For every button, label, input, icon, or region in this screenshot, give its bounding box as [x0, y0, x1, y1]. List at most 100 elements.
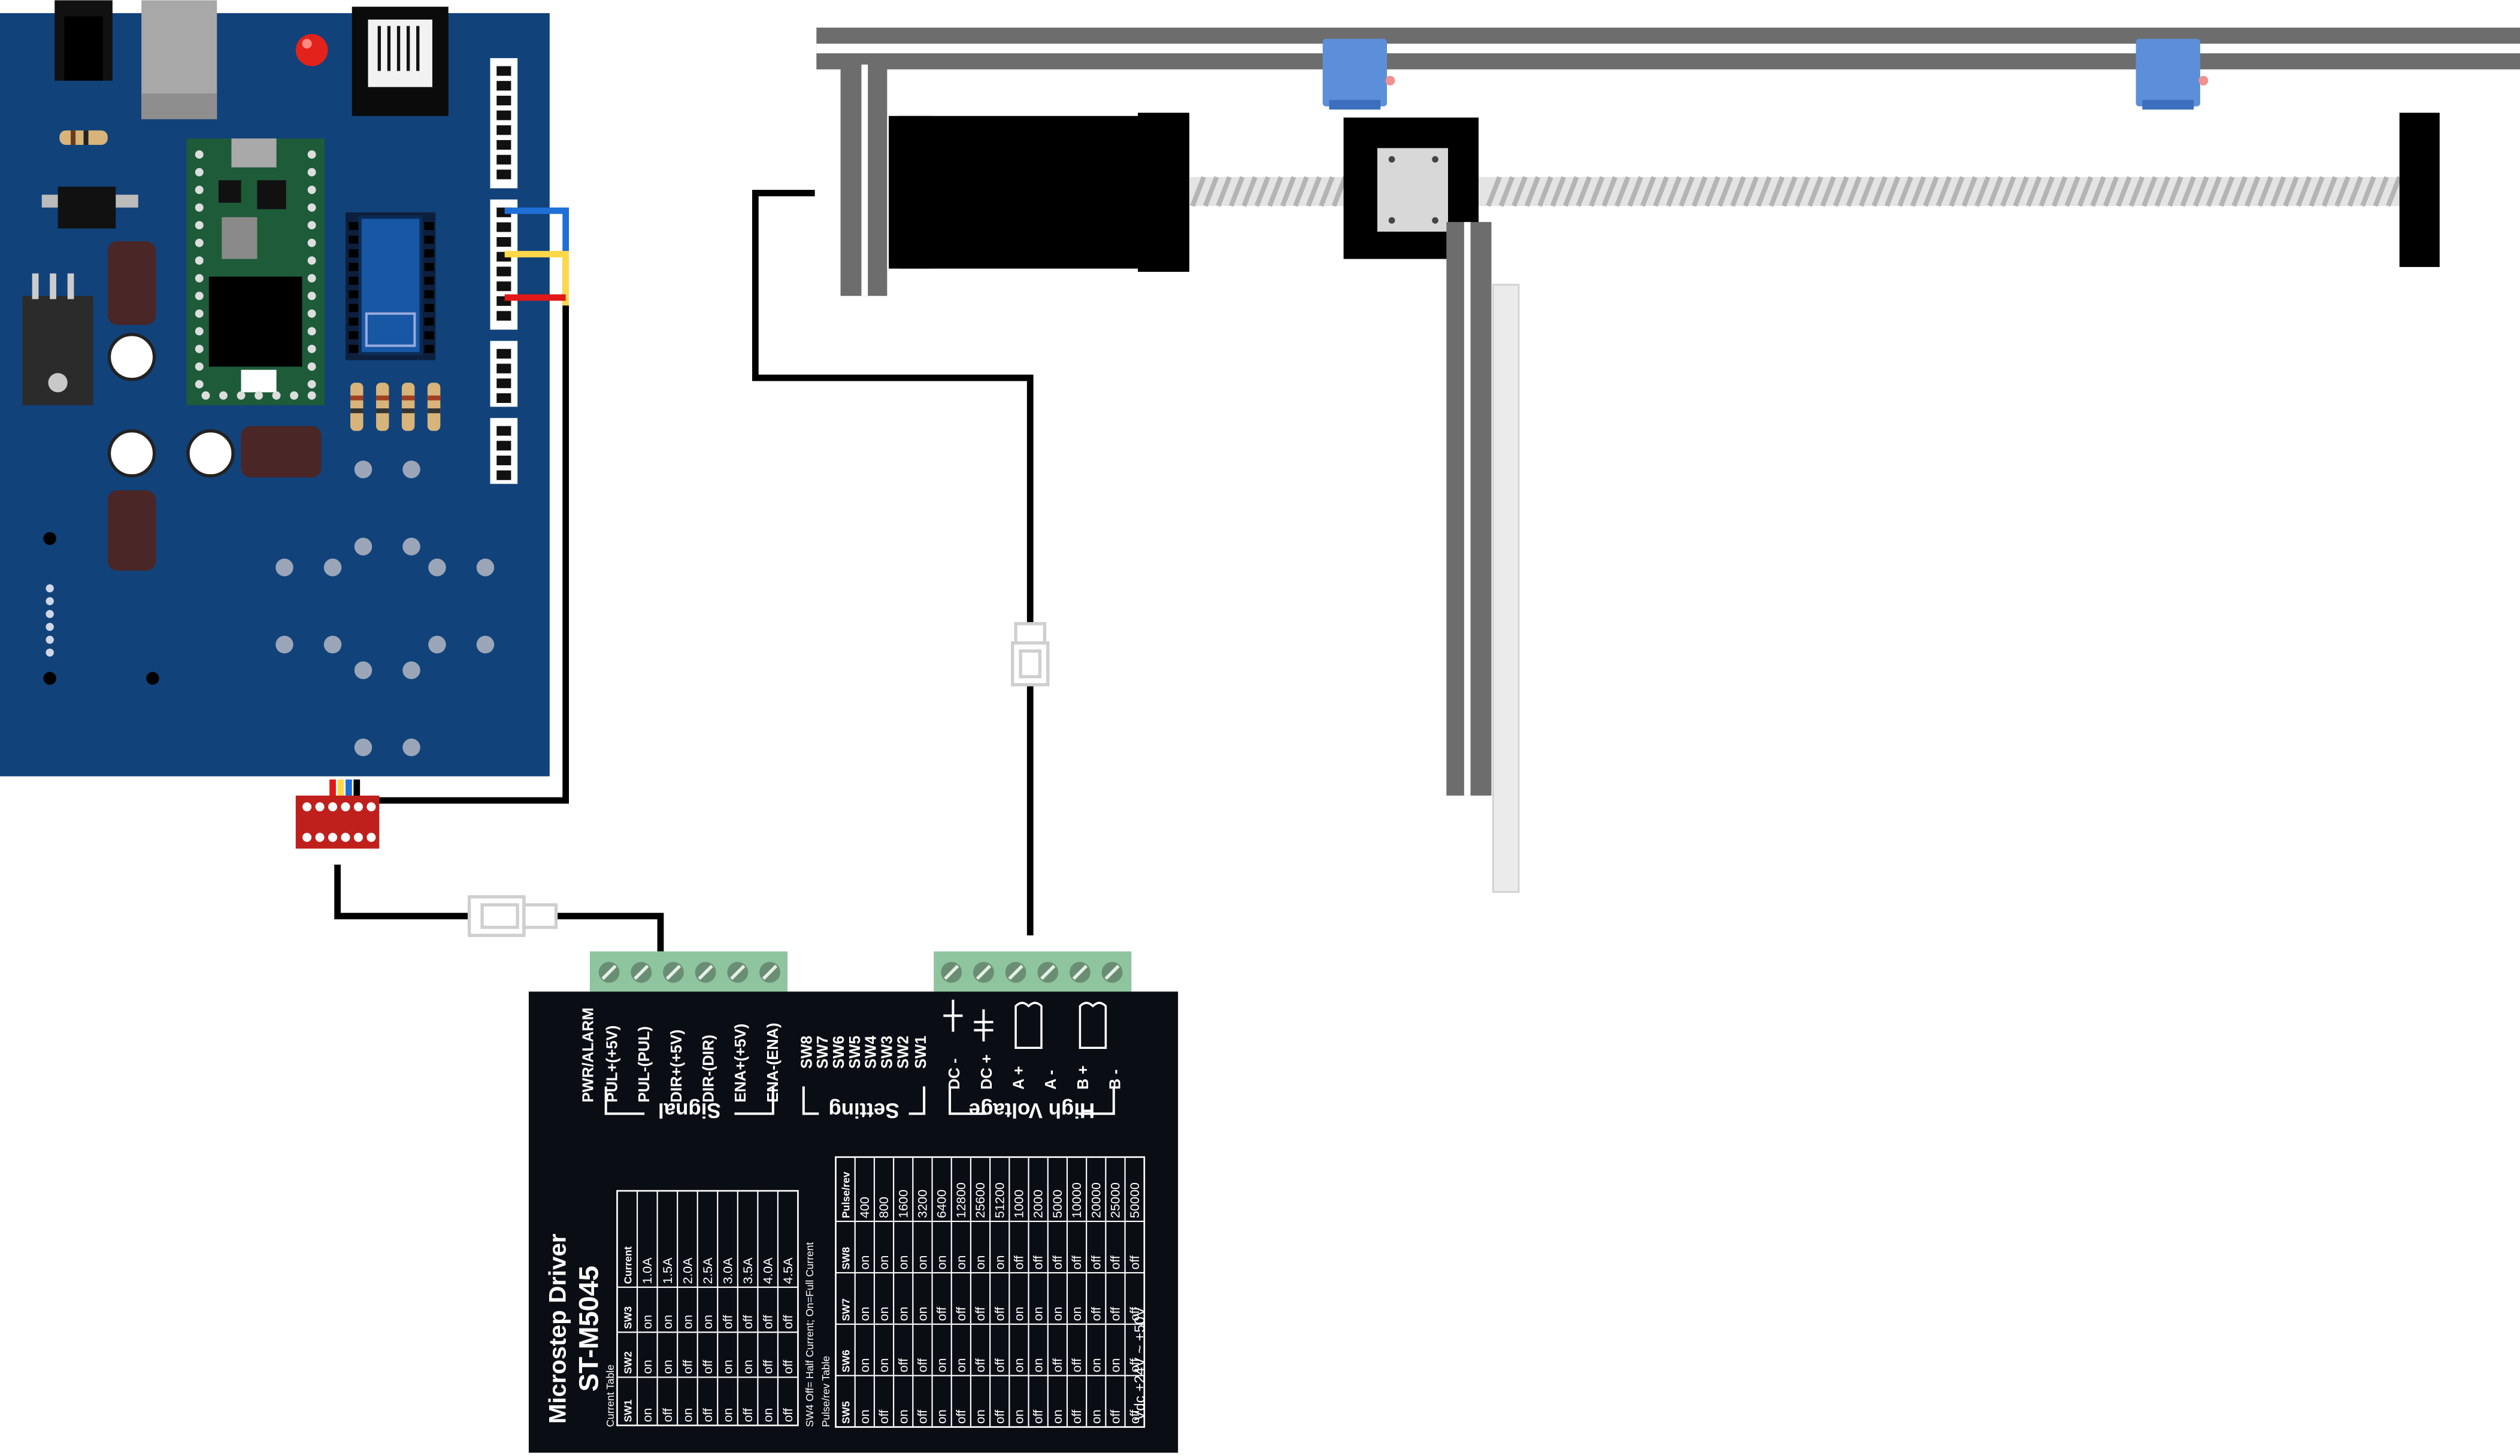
table-cell: off [680, 1360, 695, 1375]
table-cell: 2.0A [680, 1257, 695, 1284]
table-cell: off [761, 1315, 776, 1329]
pin-label: PWR/ALARM [580, 1008, 596, 1103]
table-cell: on [935, 1409, 949, 1424]
pin-label: DIR-(DIR) [701, 1035, 717, 1102]
table-cell: 6400 [935, 1190, 949, 1218]
pin-label: SW1 [913, 1036, 929, 1069]
table-cell: off [1108, 1410, 1123, 1424]
group-label: Signal [658, 1099, 721, 1122]
power-terminal-block [934, 951, 1131, 991]
table-cell: on [858, 1307, 872, 1321]
table-cell: SW2 [622, 1351, 634, 1374]
table-cell: on [954, 1358, 968, 1372]
table-cell: off [1070, 1255, 1084, 1270]
table-cell: off [935, 1307, 949, 1321]
table-cell: on [680, 1315, 695, 1329]
table-cell: Current [622, 1246, 634, 1284]
table-cell: 25600 [973, 1182, 988, 1218]
table-cell: 50000 [1128, 1182, 1142, 1218]
table-cell: off [1070, 1410, 1084, 1424]
table-cell: 2000 [1031, 1190, 1046, 1218]
table-cell: Pulse/rev [840, 1172, 852, 1218]
table-cell: 51200 [992, 1182, 1007, 1218]
table-cell: 1600 [896, 1190, 910, 1218]
pin-label: SW6 [831, 1036, 847, 1069]
table-cell: on [640, 1360, 655, 1374]
table-cell: on [877, 1255, 891, 1270]
table-cell: on [640, 1408, 655, 1422]
capacitor [108, 490, 156, 571]
ceramic-capacitor [188, 431, 233, 476]
table-cell: on [701, 1315, 715, 1329]
ceramic-capacitor [109, 335, 154, 380]
pin-label: SW8 [798, 1036, 815, 1069]
table-cell: off [992, 1410, 1007, 1424]
pin-label: DC + [979, 1054, 995, 1090]
table-cell: off [741, 1408, 755, 1422]
table-cell: on [896, 1255, 910, 1270]
pin-label: A - [1043, 1070, 1059, 1090]
slide-plate [1493, 284, 1519, 891]
table-cell: off [701, 1360, 715, 1375]
table-cell: off [1108, 1255, 1123, 1270]
stepper-driver: PWR/ALARMPUL+(+5V)PUL-(PUL)DIR+(+5V)DIR-… [529, 951, 1178, 1452]
inline-plug-signal [470, 897, 556, 935]
table-cell: on [661, 1360, 675, 1374]
table-cell: off [1128, 1358, 1142, 1373]
end-support [2400, 113, 2440, 267]
table-cell: on [720, 1360, 735, 1374]
table-cell: off [1050, 1358, 1065, 1373]
pin-label: DC - [946, 1058, 963, 1090]
table-cell: 3.0A [720, 1257, 735, 1284]
current-table-label: Current Table [604, 1364, 616, 1427]
table-cell: off [954, 1410, 968, 1424]
table-cell: 25000 [1108, 1182, 1123, 1218]
table-cell: 12800 [954, 1182, 968, 1218]
table-cell: on [973, 1255, 988, 1270]
table-cell: on [992, 1255, 1007, 1270]
table-cell: 800 [877, 1197, 891, 1218]
table-cell: off [1089, 1255, 1103, 1270]
table-cell: on [858, 1409, 872, 1424]
inline-plug-motor [1013, 624, 1048, 685]
table-cell: 1000 [1012, 1190, 1026, 1218]
table-cell: 1.0A [640, 1257, 655, 1284]
table-cell: on [640, 1315, 655, 1329]
table-cell: on [1031, 1358, 1046, 1372]
table-cell: off [1012, 1255, 1026, 1270]
table-cell: SW5 [840, 1401, 852, 1424]
table-cell: on [761, 1408, 776, 1422]
pin-label: DIR+(+5V) [668, 1030, 685, 1103]
table-cell: on [973, 1409, 988, 1424]
table-cell: off [1128, 1307, 1142, 1321]
table-cell: off [916, 1358, 930, 1373]
table-cell: on [720, 1408, 735, 1422]
driver-model: ST-M5045 [573, 1266, 604, 1391]
sw4-note: SW4 Off= Half Current; On=Full Current [804, 1242, 816, 1427]
table-cell: on [877, 1358, 891, 1372]
table-cell: 20000 [1089, 1182, 1103, 1218]
signal-terminal-block [590, 951, 788, 991]
pin-label: B + [1075, 1066, 1092, 1090]
group-label: Setting [828, 1099, 899, 1122]
table-cell: off [916, 1410, 930, 1424]
table-cell: on [1050, 1307, 1065, 1321]
table-cell: SW3 [622, 1306, 634, 1329]
table-cell: off [877, 1410, 891, 1424]
table-cell: on [896, 1409, 910, 1424]
table-cell: on [896, 1307, 910, 1321]
table-cell: on [1031, 1307, 1046, 1321]
table-cell: on [1012, 1409, 1026, 1424]
table-cell: 1.5A [661, 1257, 675, 1284]
table-cell: SW6 [840, 1349, 852, 1372]
table-cell: 3200 [916, 1190, 930, 1218]
table-cell: off [992, 1307, 1007, 1321]
table-cell: on [935, 1358, 949, 1372]
rail-carriage [2136, 39, 2200, 107]
table-cell: 400 [858, 1197, 872, 1218]
table-cell: off [761, 1360, 776, 1375]
table-cell: off [781, 1408, 795, 1422]
table-cell: on [877, 1307, 891, 1321]
